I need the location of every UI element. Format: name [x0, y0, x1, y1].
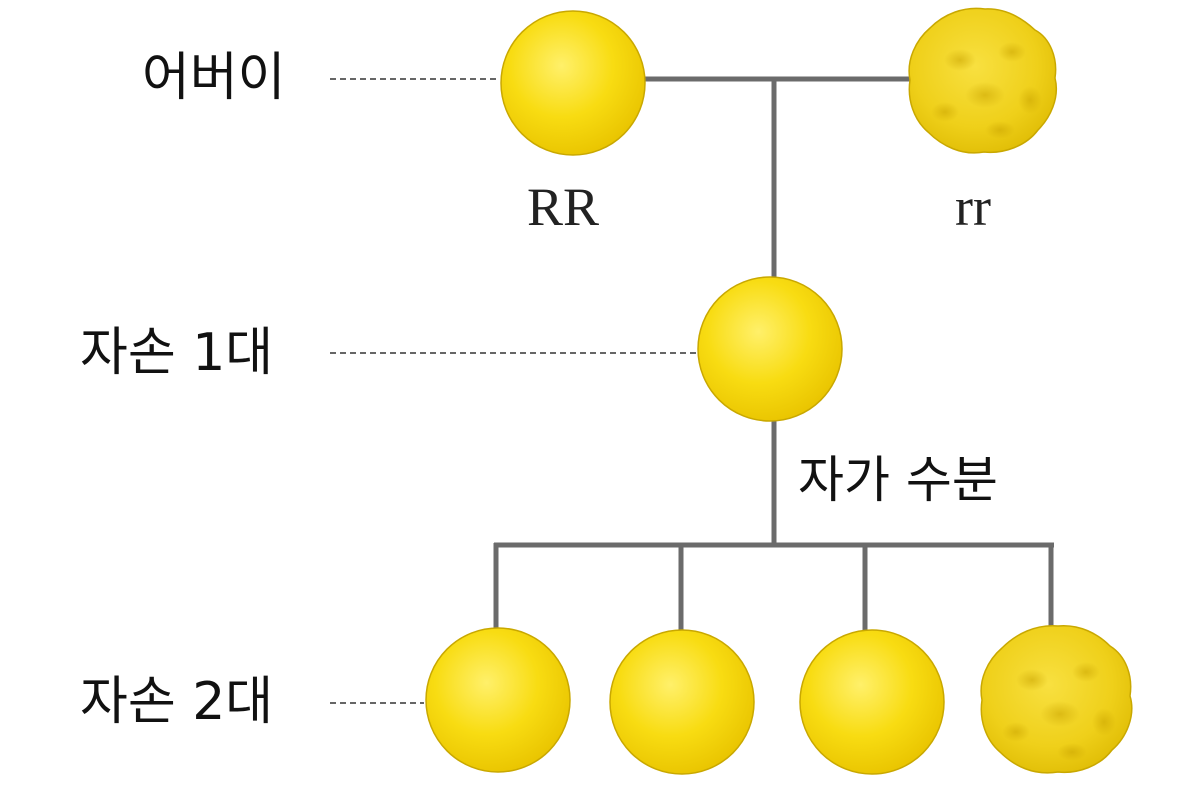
- pea-round-f2-1: [425, 627, 571, 773]
- genotype-round-parent: RR: [527, 177, 600, 237]
- label-f2: 자손 2대: [80, 672, 274, 732]
- pea-round-parent: [500, 10, 646, 156]
- pea-round-f1: [697, 276, 843, 422]
- label-parents: 어버이: [142, 48, 286, 108]
- pea-round-f2-3: [799, 629, 945, 775]
- pea-wrinkled-parent: [908, 7, 1057, 154]
- genotype-wrinkled-parent: rr: [955, 177, 991, 237]
- connector-lines: [493, 76, 1054, 632]
- dashed-leaders: [330, 78, 697, 704]
- pea-wrinkled-f2: [980, 625, 1133, 774]
- label-f1: 자손 1대: [80, 323, 274, 383]
- pea-round-f2-2: [609, 629, 755, 775]
- process-label-self-pollination: 자가 수분: [798, 451, 998, 509]
